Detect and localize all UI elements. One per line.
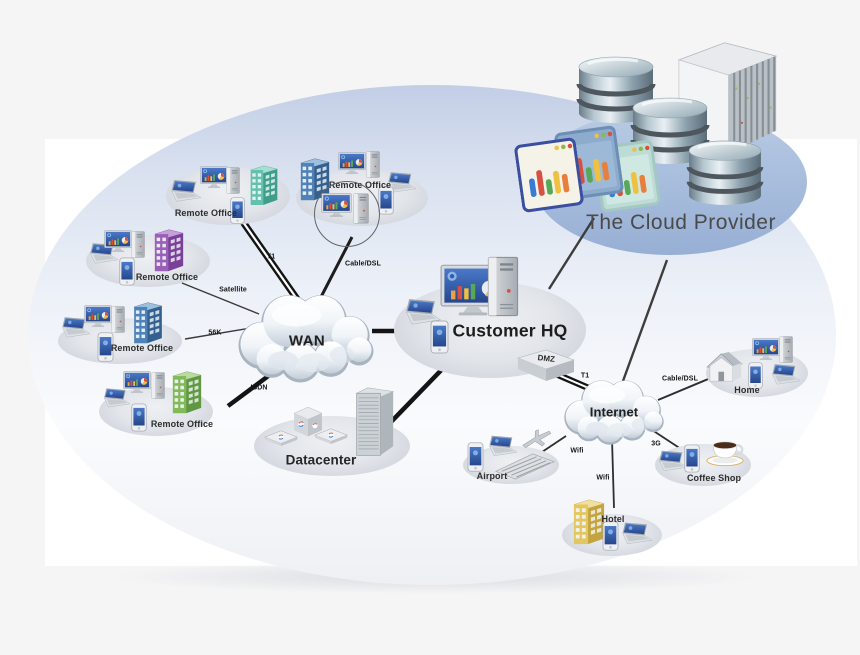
house-icon	[706, 351, 744, 383]
desktop-monitor-icon	[752, 338, 780, 360]
computer-tower-icon	[151, 372, 165, 399]
smartphone-icon	[131, 403, 147, 432]
smartphone-icon	[119, 257, 135, 286]
link-label-3g: 3G	[651, 440, 661, 448]
customer-hq-label: Customer HQ	[452, 320, 568, 341]
remote-office-label: Remote Office	[150, 419, 214, 429]
laptop-icon	[168, 180, 202, 202]
link-label-home-cable-dsl: Cable/DSL	[662, 375, 698, 383]
laptop-icon	[619, 522, 653, 545]
link-label-isdn: ISDN	[250, 384, 268, 392]
remote-office-label: Remote Office	[135, 272, 199, 282]
airplane-icon	[518, 425, 554, 453]
desktop-monitor-icon	[84, 305, 112, 327]
computer-tower-icon	[779, 336, 793, 363]
airport-label: Airport	[476, 471, 508, 481]
smartphone-icon	[378, 186, 394, 215]
wan-label: WAN	[288, 332, 326, 350]
computer-tower-icon	[366, 151, 380, 178]
app-window-chart-icon	[513, 136, 584, 214]
link-label-airport-wifi: Wifi	[570, 447, 584, 455]
desktop-monitor-icon	[200, 166, 228, 188]
remote-office-label: Remote Office	[110, 343, 174, 353]
cloud-provider-label: The Cloud Provider	[586, 211, 776, 234]
flat-server-icon	[263, 429, 299, 447]
computer-tower-icon	[353, 193, 369, 224]
computer-tower-icon	[111, 306, 125, 333]
link-label-hotel-wifi: Wifi	[596, 474, 610, 482]
desktop-monitor-icon	[321, 193, 352, 217]
office-building-icon	[132, 300, 164, 345]
link-label-dmz-t1: T1	[580, 372, 590, 380]
coffee-cup-icon	[704, 438, 746, 467]
hotel-label: Hotel	[601, 514, 625, 524]
laptop-icon	[769, 364, 801, 385]
link-label-cable-dsl: Cable/DSL	[345, 260, 381, 268]
internet-label: Internet	[589, 404, 639, 420]
computer-tower-icon	[131, 231, 145, 258]
link-label-56k: 56K	[208, 329, 222, 337]
server-rack-icon	[353, 386, 395, 459]
datacenter-label: Datacenter	[285, 452, 357, 468]
flat-server-icon	[313, 427, 349, 445]
desktop-monitor-icon	[338, 152, 366, 174]
coffee-shop-label: Coffee Shop	[686, 473, 742, 483]
link-label-t1: T1	[266, 253, 276, 261]
smartphone-icon	[430, 320, 449, 354]
computer-tower-icon	[226, 167, 240, 194]
office-building-icon	[249, 163, 279, 207]
highlight-circle	[314, 181, 380, 247]
office-building-icon	[171, 369, 203, 415]
desktop-monitor-icon	[123, 371, 151, 393]
smartphone-icon	[684, 444, 700, 473]
database-cylinder-icon	[686, 140, 764, 206]
smartphone-icon	[467, 442, 484, 472]
dmz-appliance-icon: DMZ	[517, 349, 575, 381]
smartphone-icon	[602, 521, 619, 551]
remote-office-label: Remote Office	[174, 208, 238, 218]
home-label: Home	[734, 385, 760, 395]
desktop-monitor-icon	[104, 230, 132, 252]
computer-tower-icon	[487, 256, 519, 317]
office-building-icon	[153, 227, 185, 273]
link-label-satellite: Satellite	[219, 286, 247, 294]
dmz-label: DMZ	[537, 353, 555, 364]
